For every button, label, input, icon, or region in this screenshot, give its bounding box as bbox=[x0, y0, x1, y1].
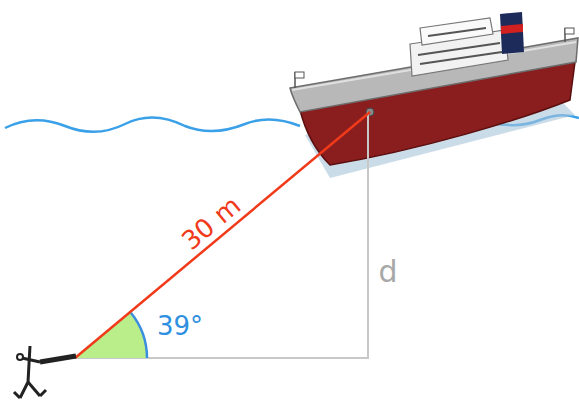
flag bbox=[565, 28, 574, 34]
flag bbox=[295, 72, 304, 78]
anchor-chain bbox=[75, 112, 370, 358]
angle-label: 39° bbox=[157, 313, 203, 339]
angle-arc bbox=[131, 313, 147, 358]
angle-wedge bbox=[75, 313, 147, 358]
funnel-stripe bbox=[501, 24, 523, 34]
depth-label: d bbox=[378, 257, 397, 287]
funnel bbox=[500, 12, 524, 54]
anchor bbox=[14, 346, 76, 398]
windows bbox=[418, 28, 502, 64]
